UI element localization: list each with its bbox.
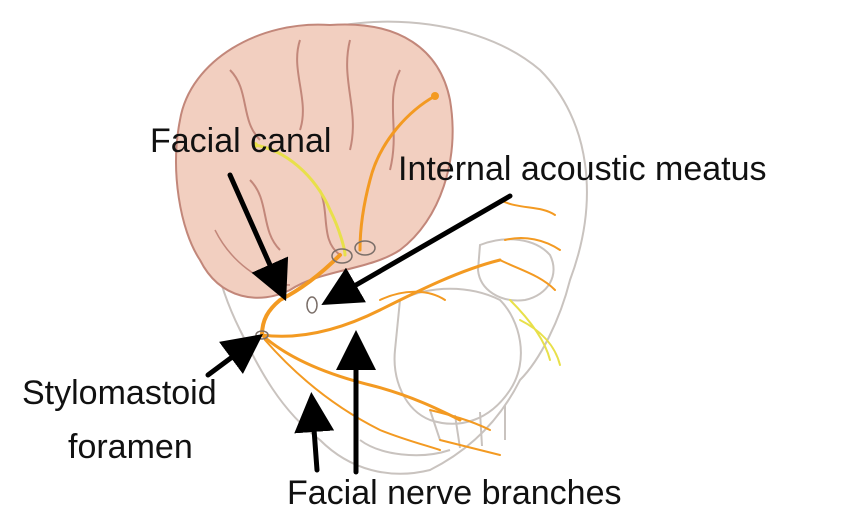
arrow-stylomastoid-foramen — [208, 340, 255, 375]
label-internal-acoustic-meatus: Internal acoustic meatus — [398, 150, 767, 188]
label-stylomastoid-line1: Stylomastoid — [22, 374, 217, 412]
label-facial-nerve-branches: Facial nerve branches — [287, 474, 622, 512]
label-facial-canal: Facial canal — [150, 122, 331, 160]
arrow-facial-nerve-branches-left — [312, 402, 317, 470]
label-stylomastoid-line2: foramen — [68, 428, 193, 466]
